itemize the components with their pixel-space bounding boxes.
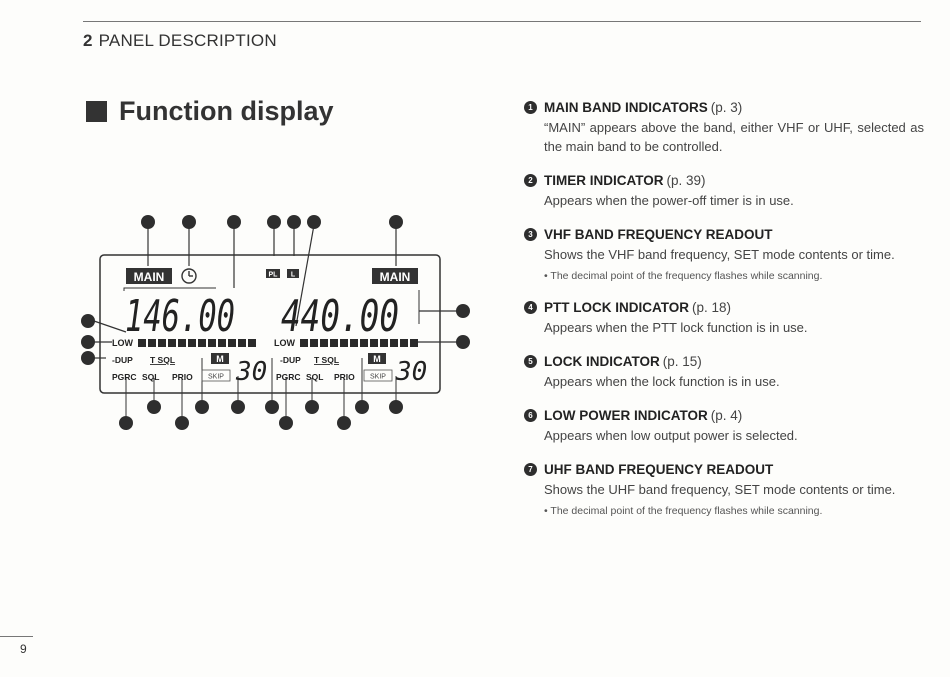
- vhf-frequency-readout: 146.00: [125, 291, 235, 342]
- lcd-frame: [99, 254, 441, 394]
- pl-label: PL: [269, 272, 279, 279]
- item-marker: 3: [524, 228, 537, 241]
- item-marker: 2: [524, 174, 537, 187]
- title-square-icon: [86, 101, 107, 122]
- function-display-diagram: MAIN MAIN PL L 146.00 440.00 LOW LOW -DU…: [81, 215, 470, 430]
- vhf-bracket: [123, 287, 216, 291]
- item-marker: 1: [524, 101, 537, 114]
- lock-label: L: [291, 272, 296, 279]
- item-title-text: TIMER INDICATOR: [544, 173, 664, 188]
- item-title: LOCK INDICATOR(p. 15): [544, 353, 924, 370]
- item-title: PTT LOCK INDICATOR(p. 18): [544, 299, 924, 316]
- item-body: “MAIN” appears above the band, either VH…: [544, 120, 924, 154]
- item-title: MAIN BAND INDICATORS(p. 3): [544, 99, 924, 116]
- tsql-label-uhf: T SQL: [314, 355, 339, 365]
- item-page-ref: (p. 39): [666, 173, 706, 188]
- channel-readout-vhf: 30: [235, 357, 267, 387]
- s-meter-uhf: [300, 339, 418, 347]
- item-marker: 4: [524, 301, 537, 314]
- item-body: Appears when the PTT lock function is in…: [544, 320, 808, 335]
- s-meter-vhf: [138, 339, 256, 347]
- tsql-label-vhf: T SQL: [150, 355, 175, 365]
- item-title: TIMER INDICATOR(p. 39): [544, 172, 924, 189]
- item-marker: 7: [524, 463, 537, 476]
- m-label-vhf: M: [216, 354, 224, 364]
- list-item: 2 TIMER INDICATOR(p. 39) Appears when th…: [524, 172, 924, 210]
- page-title: Function display: [86, 96, 334, 127]
- pgrc-label-uhf: PGRC: [276, 372, 301, 382]
- item-note: • The decimal point of the frequency fla…: [544, 505, 823, 517]
- item-page-ref: (p. 15): [662, 354, 702, 369]
- memory-indicator-vhf: [211, 353, 229, 364]
- pl-indicator: [266, 269, 280, 278]
- item-title: LOW POWER INDICATOR(p. 4): [544, 407, 924, 424]
- timer-clock-icon: [181, 268, 197, 284]
- item-title-text: VHF BAND FREQUENCY READOUT: [544, 227, 773, 242]
- page-title-text: Function display: [119, 96, 334, 126]
- list-item: 1 MAIN BAND INDICATORS(p. 3) “MAIN” appe…: [524, 99, 924, 156]
- item-marker: 5: [524, 355, 537, 368]
- section-heading: 2 PANEL DESCRIPTION: [83, 31, 277, 51]
- item-body: Appears when the power-off timer is in u…: [544, 193, 794, 208]
- item-page-ref: (p. 4): [710, 408, 743, 423]
- item-page-ref: (p. 3): [710, 100, 743, 115]
- prio-label-uhf: PRIO: [334, 372, 355, 382]
- dup-label-uhf: -DUP: [280, 355, 301, 365]
- item-title-text: UHF BAND FREQUENCY READOUT: [544, 462, 774, 477]
- item-body: Shows the VHF band frequency, SET mode c…: [544, 247, 895, 262]
- item-page-ref: (p. 18): [692, 300, 732, 315]
- skip-indicator-uhf: [363, 369, 393, 382]
- dup-label-vhf: -DUP: [112, 355, 133, 365]
- list-item: 7 UHF BAND FREQUENCY READOUT Shows the U…: [524, 461, 924, 518]
- prio-label-vhf: PRIO: [172, 372, 193, 382]
- item-title-text: LOCK INDICATOR: [544, 354, 660, 369]
- low-label-vhf: LOW: [112, 338, 133, 348]
- list-item: 4 PTT LOCK INDICATOR(p. 18) Appears when…: [524, 299, 924, 337]
- callout-lines: [93, 224, 459, 359]
- item-title-text: MAIN BAND INDICATORS: [544, 100, 708, 115]
- channel-readout-uhf: 30: [395, 357, 427, 387]
- callout-markers: [81, 215, 470, 430]
- section-title: PANEL DESCRIPTION: [98, 31, 277, 50]
- item-body: Appears when the lock function is in use…: [544, 374, 780, 389]
- item-title: VHF BAND FREQUENCY READOUT: [544, 226, 924, 243]
- skip-indicator-vhf: [201, 369, 231, 382]
- item-marker: 6: [524, 409, 537, 422]
- main-indicator-uhf: [372, 268, 418, 284]
- top-rule: [83, 21, 921, 22]
- memory-indicator-uhf: [368, 353, 386, 364]
- main-indicator-vhf: [126, 268, 172, 284]
- m-label-uhf: M: [373, 354, 381, 364]
- list-item: 5 LOCK INDICATOR(p. 15) Appears when the…: [524, 353, 924, 391]
- item-body: Appears when low output power is selecte…: [544, 428, 798, 443]
- item-title-text: PTT LOCK INDICATOR: [544, 300, 689, 315]
- main-label-uhf: MAIN: [380, 270, 411, 284]
- page-number-rule: [0, 636, 33, 637]
- page-number: 9: [20, 642, 27, 656]
- skip-label-vhf: SKIP: [208, 374, 224, 381]
- item-body: Shows the UHF band frequency, SET mode c…: [544, 482, 896, 497]
- item-note: • The decimal point of the frequency fla…: [544, 270, 823, 282]
- list-item: 3 VHF BAND FREQUENCY READOUT Shows the V…: [524, 226, 924, 283]
- main-label-vhf: MAIN: [134, 270, 165, 284]
- uhf-frequency-readout: 440.00: [281, 291, 399, 342]
- sql-label-uhf: SQL: [306, 372, 323, 382]
- sql-label-vhf: SQL: [142, 372, 159, 382]
- pgrc-label-vhf: PGRC: [112, 372, 137, 382]
- item-title-text: LOW POWER INDICATOR: [544, 408, 708, 423]
- section-number: 2: [83, 31, 93, 50]
- low-label-uhf: LOW: [274, 338, 295, 348]
- indicator-descriptions: 1 MAIN BAND INDICATORS(p. 3) “MAIN” appe…: [524, 99, 924, 534]
- lock-indicator: [287, 269, 299, 278]
- skip-label-uhf: SKIP: [370, 374, 386, 381]
- item-title: UHF BAND FREQUENCY READOUT: [544, 461, 924, 478]
- list-item: 6 LOW POWER INDICATOR(p. 4) Appears when…: [524, 407, 924, 445]
